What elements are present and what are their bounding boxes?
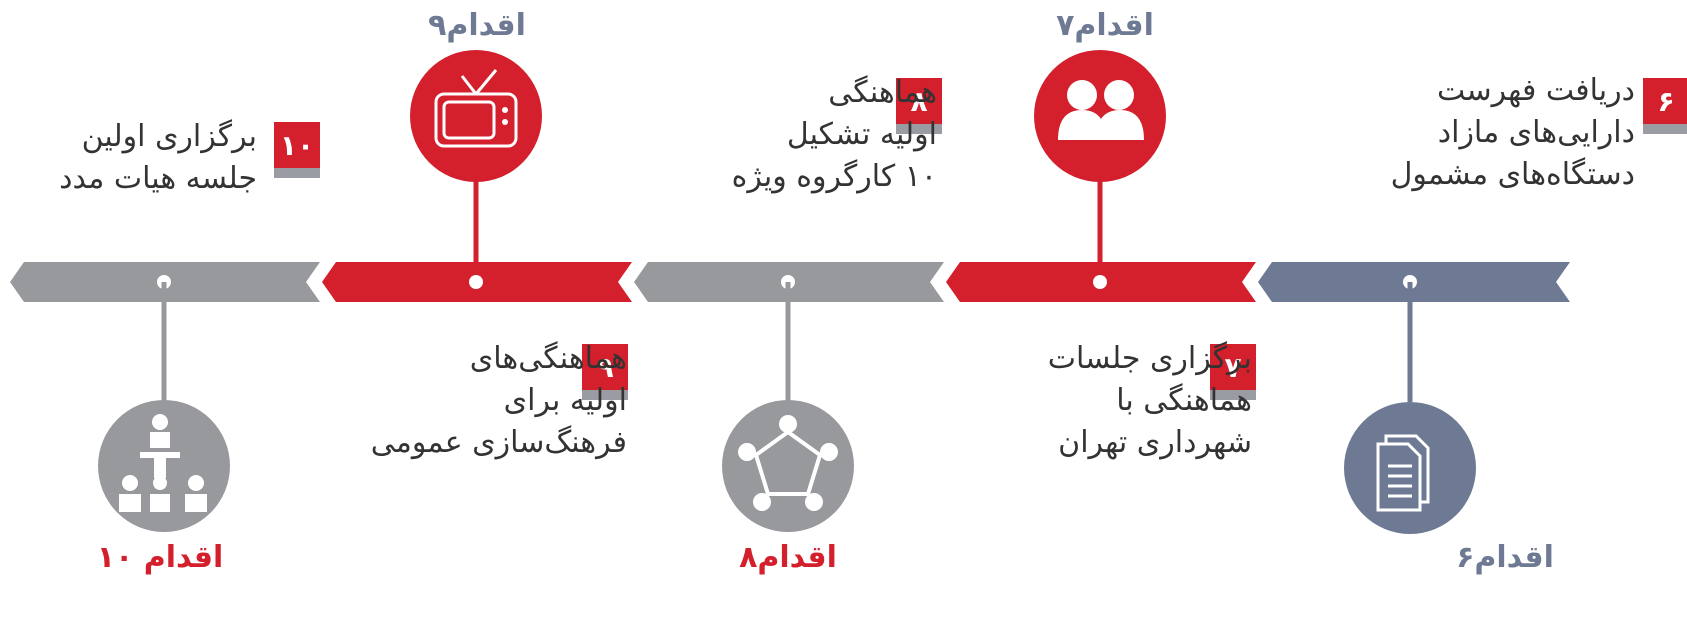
step-10-badge: ۱۰ (274, 122, 320, 178)
step-7-text: برگزاری جلسات هماهنگی با شهرداری تهران (1048, 338, 1252, 464)
step-7-title: اقدام۷ (1056, 8, 1154, 43)
document-icon (1344, 402, 1476, 534)
timeline-dot-7 (1093, 275, 1107, 289)
step-6-line-2: دارایی‌های مازاد (1437, 115, 1635, 150)
step-7-line-1: برگزاری جلسات (1047, 341, 1252, 376)
step-8-line-2: اولیه تشکیل (786, 117, 937, 152)
step-8-line-3: ۱۰ کارگروه ویژه (731, 159, 937, 194)
step-6-text: دریافت فهرست دارایی‌های مازاد دستگاه‌های… (1391, 70, 1635, 196)
tv-icon (410, 50, 542, 182)
roundtable-icon (722, 400, 854, 532)
people-icon (1034, 50, 1166, 182)
step-8-badge: ۸ (896, 78, 942, 134)
step-9-line-1: هماهنگی‌های (469, 341, 627, 376)
step-8-line-1: هماهنگی (828, 75, 937, 110)
step-7-line-2: هماهنگی با (1116, 383, 1252, 418)
step-8-title: اقدام۸ (739, 540, 837, 575)
timeline-dot-9 (469, 275, 483, 289)
step-10-line-1: برگزاری اولین (81, 119, 257, 154)
step-9-line-3: فرهنگ‌سازی عمومی (370, 425, 627, 460)
step-10-title: اقدام ۱۰ (96, 540, 224, 575)
step-9-text: هماهنگی‌های اولیه برای فرهنگ‌سازی عمومی (371, 338, 627, 464)
step-7-badge: ۷ (1210, 344, 1256, 400)
presentation-icon (98, 400, 230, 532)
step-9-line-2: اولیه برای (503, 383, 627, 418)
step-10-text: برگزاری اولین جلسه هیات مدد (59, 116, 257, 200)
step-7-line-3: شهرداری تهران (1058, 425, 1252, 460)
step-9-title: اقدام۹ (428, 8, 526, 43)
step-6-title: اقدام۶ (1456, 540, 1554, 575)
step-6-badge: ۶ (1643, 78, 1687, 134)
step-6-line-1: دریافت فهرست (1437, 73, 1635, 108)
step-8-text: هماهنگی اولیه تشکیل ۱۰ کارگروه ویژه (732, 72, 937, 198)
step-9-badge: ۹ (582, 344, 628, 400)
step-6-line-3: دستگاه‌های مشمول (1390, 157, 1635, 192)
step-10-line-2: جلسه هیات مدد (59, 161, 257, 196)
